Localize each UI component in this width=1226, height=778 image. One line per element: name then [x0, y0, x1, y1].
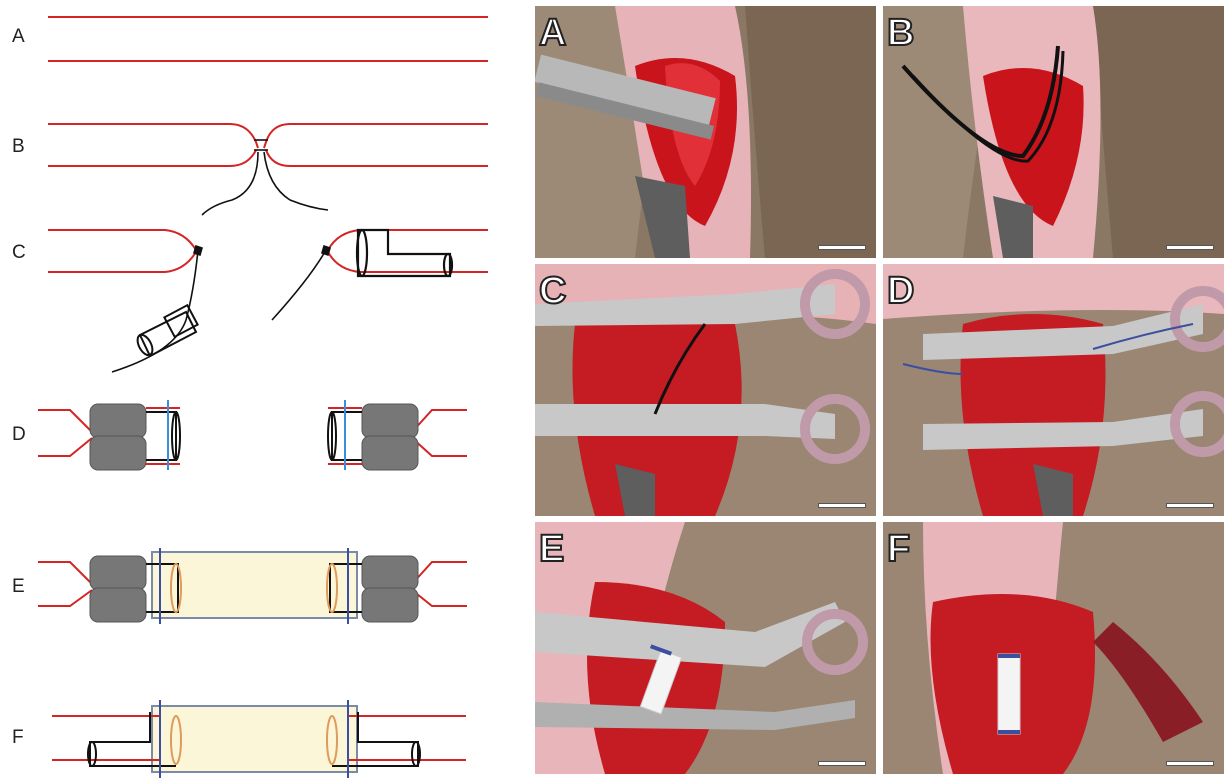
photo-panel-a: A — [535, 6, 876, 258]
panel-letter-d: D — [887, 272, 914, 310]
clamp-right — [362, 404, 418, 470]
clamp-left — [90, 404, 146, 470]
row-label-a: A — [12, 26, 25, 47]
scale-bar — [818, 245, 866, 250]
panel-letter-f: F — [887, 530, 910, 568]
row-c-cut-vessel — [48, 230, 488, 372]
row-d-clamped-cuffs — [38, 400, 467, 470]
photo-panel-e: E — [535, 522, 876, 774]
scale-bar — [818, 503, 866, 508]
scale-bar — [1166, 761, 1214, 766]
row-label-e: E — [12, 576, 25, 597]
row-b-ligated-vessel — [48, 124, 488, 215]
panel-letter-e: E — [539, 530, 564, 568]
photo-panel-c: C — [535, 264, 876, 516]
row-label-b: B — [12, 136, 25, 157]
row-f-graft-connected — [52, 700, 466, 778]
scale-bar — [818, 761, 866, 766]
cuff-right — [357, 230, 452, 276]
scale-bar — [1166, 245, 1214, 250]
ligature-suture — [202, 140, 328, 215]
panel-letter-a: A — [539, 14, 566, 52]
row-a-intact-vessel — [48, 17, 488, 61]
photo-panel-d: D — [883, 264, 1224, 516]
photo-panel-b: B — [883, 6, 1224, 258]
photo-panel-f: F — [883, 522, 1224, 774]
procedure-schematic: A B C D E F — [0, 0, 500, 778]
scale-bar — [1166, 503, 1214, 508]
ligature-lines — [168, 400, 345, 470]
panel-letter-c: C — [539, 272, 566, 310]
row-label-f: F — [12, 727, 24, 748]
row-e-graft-clamped — [38, 548, 467, 624]
row-label-d: D — [12, 424, 26, 445]
row-label-c: C — [12, 242, 26, 263]
panel-letter-b: B — [887, 14, 914, 52]
